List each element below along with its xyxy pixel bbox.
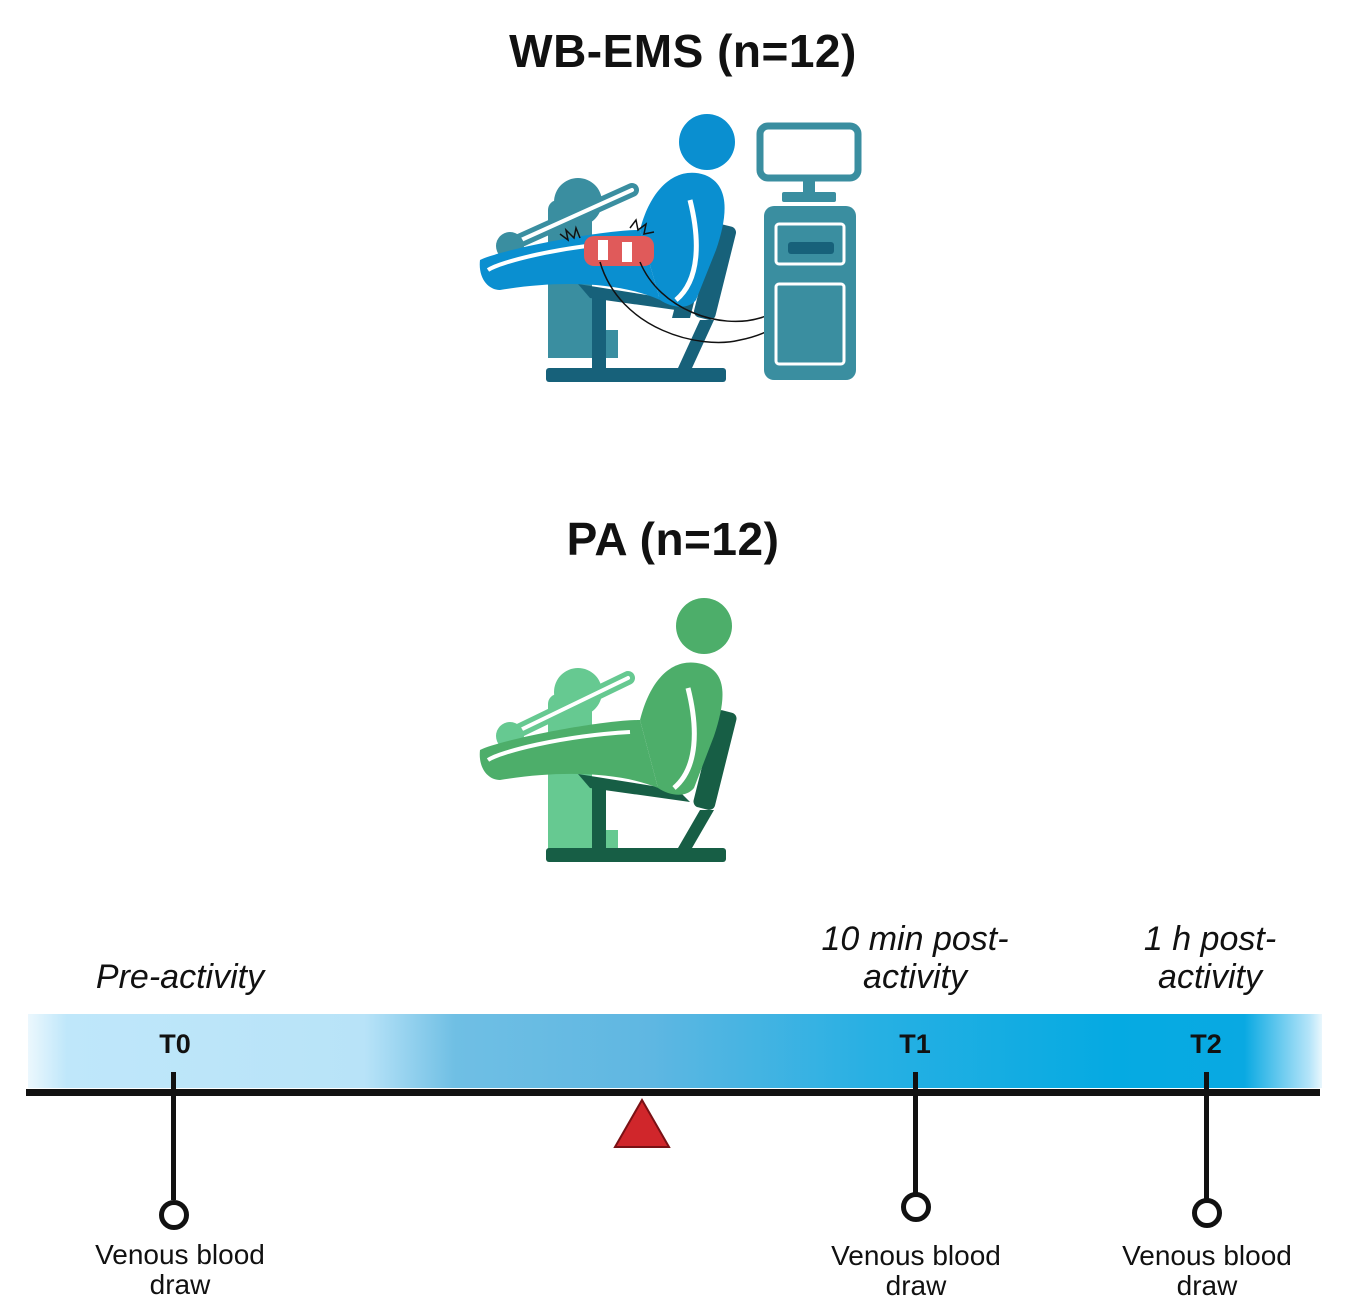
blood-draw-label-t0: Venous blood draw bbox=[95, 1239, 265, 1300]
timepoint-label-t0: T0 bbox=[159, 1029, 191, 1059]
timepoint-tick-t1 bbox=[913, 1072, 918, 1194]
blood-draw-label-t2: Venous blood draw bbox=[1122, 1240, 1292, 1301]
timepoint-tick-t2 bbox=[1204, 1072, 1209, 1200]
timepoint-tick-t0 bbox=[171, 1072, 176, 1200]
warning-triangle-icon bbox=[613, 1098, 671, 1148]
phase-label-pre-activity: Pre-activity bbox=[95, 958, 265, 996]
blood-draw-marker-t1 bbox=[901, 1192, 931, 1222]
blood-draw-marker-t2 bbox=[1192, 1198, 1222, 1228]
blood-draw-label-t1: Venous blood draw bbox=[831, 1240, 1001, 1301]
timepoint-label-t2: T2 bbox=[1190, 1029, 1222, 1059]
timeline-axis bbox=[26, 1089, 1320, 1096]
phase-label-10-min-post-activity: 10 min post-activity bbox=[821, 920, 1009, 996]
leg-extension-with-electrical-stimulation-icon bbox=[479, 114, 862, 382]
phase-label-1-h-post-activity: 1 h post-activity bbox=[1143, 920, 1277, 996]
blood-draw-marker-t0 bbox=[159, 1200, 189, 1230]
pa-group-title: PA (n=12) bbox=[566, 513, 780, 565]
timeline-band bbox=[28, 1014, 1322, 1088]
wbems-group-title: WB-EMS (n=12) bbox=[509, 25, 857, 77]
timepoint-label-t1: T1 bbox=[899, 1029, 931, 1059]
leg-extension-exercise-icon bbox=[479, 598, 737, 862]
